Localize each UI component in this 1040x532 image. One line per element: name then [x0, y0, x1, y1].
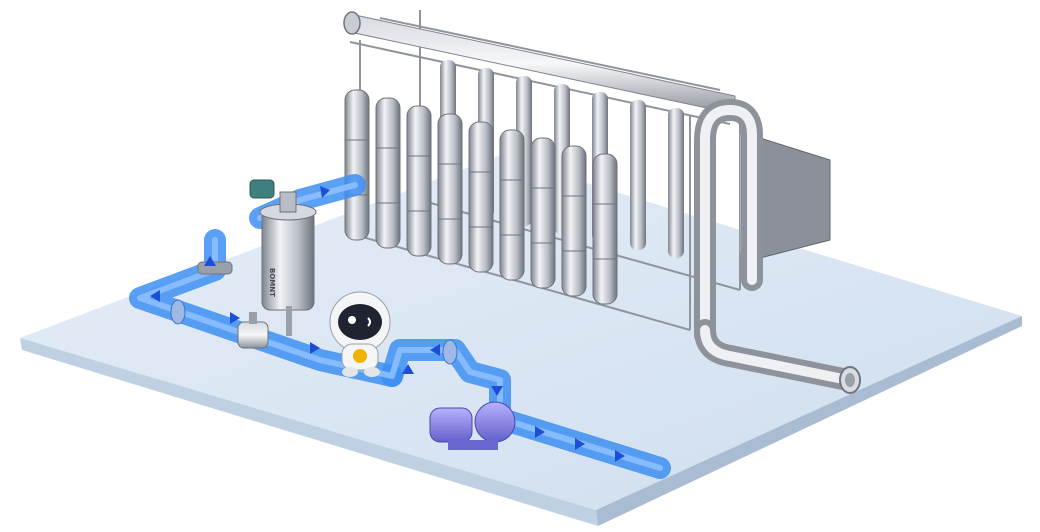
membrane-module [592, 153, 618, 305]
centrifugal-pump [429, 401, 516, 450]
outlet-pipe [694, 98, 861, 394]
membrane-module [561, 145, 587, 297]
arrow-icon [575, 438, 585, 450]
arrow-icon [204, 256, 216, 266]
top-manifold-pipe [343, 11, 736, 115]
membrane-module [437, 113, 463, 265]
arrow-icon [430, 344, 440, 356]
filter-brand-label: BOMNT [268, 268, 276, 297]
membrane-module [630, 100, 646, 250]
motor-icon [249, 179, 275, 199]
self-cleaning-filter: BOMNT [249, 179, 317, 336]
arrow-icon [310, 342, 320, 354]
arrow-icon [615, 450, 625, 462]
membrane-module [406, 105, 432, 257]
arrow-icon [320, 186, 330, 198]
flow-arrows [150, 186, 625, 462]
membrane-module [668, 108, 684, 258]
arrow-icon [491, 386, 503, 396]
arrow-icon [402, 364, 414, 374]
membrane-module [468, 121, 494, 273]
arrow-icon [230, 312, 240, 324]
arrow-icon [535, 426, 545, 438]
robot-mascot-icon [329, 291, 391, 377]
membrane-module [499, 129, 525, 281]
inlet-valve [237, 312, 269, 349]
arrow-icon [150, 290, 160, 302]
front-module-row [344, 89, 618, 305]
membrane-module [530, 137, 556, 289]
membrane-module [375, 97, 401, 249]
membrane-module [344, 89, 370, 241]
